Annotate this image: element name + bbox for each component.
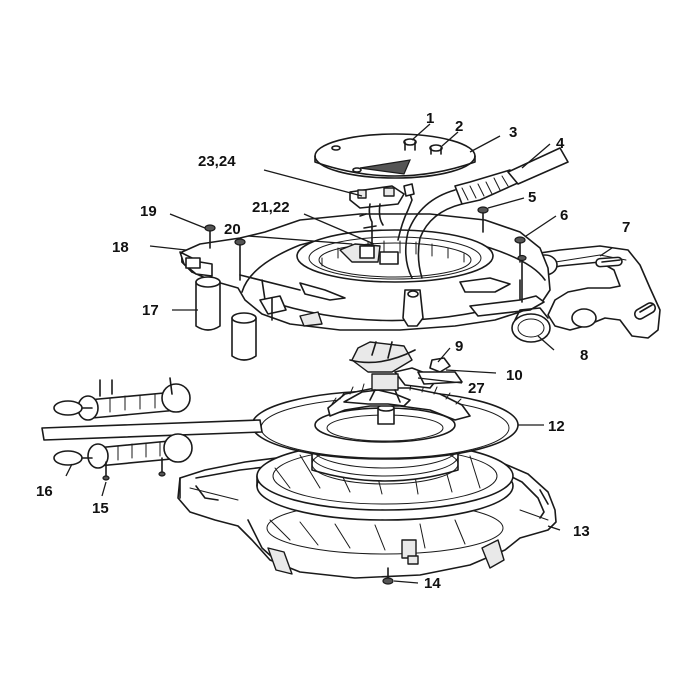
reel-spool	[251, 390, 519, 485]
leader-lines	[65, 123, 613, 584]
standoffs	[195, 276, 257, 361]
label-part-10: 10	[506, 367, 523, 384]
label-part-27: 27	[468, 380, 485, 397]
label-part-18: 18	[112, 239, 129, 256]
screws	[204, 206, 527, 585]
knob	[511, 307, 551, 343]
label-part-21-22: 21,22	[252, 199, 290, 216]
label-part-8: 8	[580, 347, 588, 364]
label-part-9: 9	[455, 338, 463, 355]
label-part-3: 3	[509, 124, 517, 141]
label-part-14: 14	[424, 575, 441, 592]
switch-and-wiring	[349, 183, 415, 247]
label-part-5: 5	[528, 189, 536, 206]
gear-assembly	[327, 341, 471, 421]
label-part-7: 7	[622, 219, 630, 236]
label-part-20: 20	[224, 221, 241, 238]
top-cover	[179, 213, 551, 331]
label-part-16: 16	[36, 483, 53, 500]
part-labels: 1 2 3 4 5 6 7 8 9 10 12 13 14 15 16 17 1…	[36, 110, 630, 592]
label-part-13: 13	[573, 523, 590, 540]
label-part-2: 2	[455, 118, 463, 135]
spindle-lock	[41, 377, 263, 481]
label-part-1: 1	[426, 110, 434, 127]
label-part-19: 19	[140, 203, 157, 220]
power-cord	[404, 147, 569, 279]
label-part-23-24: 23,24	[198, 153, 236, 170]
top-cap	[314, 133, 476, 179]
label-part-17: 17	[142, 302, 159, 319]
label-part-12: 12	[548, 418, 565, 435]
label-part-6: 6	[560, 207, 568, 224]
label-part-4: 4	[556, 135, 565, 152]
label-part-15: 15	[92, 500, 109, 517]
